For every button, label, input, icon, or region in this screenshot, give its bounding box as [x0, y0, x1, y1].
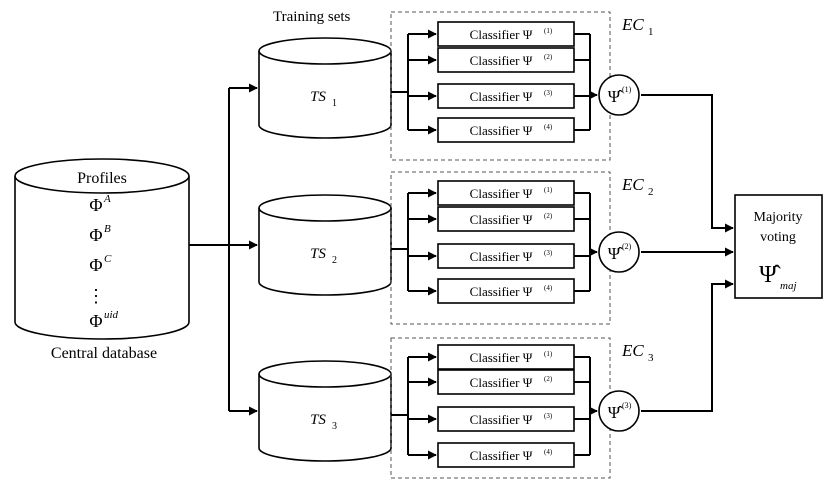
majority-symbol: Ψ̂: [759, 262, 781, 288]
combiner-superscript: (1): [622, 85, 632, 94]
classifier-box: Classifier Ψ (2): [408, 369, 590, 395]
training-set-cylinder: TS 2: [258, 194, 392, 296]
classifier-box: Classifier Ψ (3): [408, 406, 590, 432]
combiner-symbol: Ψ̂: [608, 87, 624, 106]
classifier-box: Classifier Ψ (1): [408, 180, 590, 206]
training-set-label: TS: [310, 246, 326, 262]
classifier-label: Classifier Ψ: [470, 186, 533, 201]
classifier-box: Classifier Ψ (4): [408, 278, 590, 304]
central-database-label: Central database: [51, 345, 157, 362]
profile-symbol: Φ: [89, 225, 102, 245]
classifier-label: Classifier Ψ: [470, 448, 533, 463]
classifier-box: Classifier Ψ (4): [408, 442, 590, 468]
classifier-label: Classifier Ψ: [470, 27, 533, 42]
classifier-box: Classifier Ψ (4): [408, 117, 590, 143]
classifier-label: Classifier Ψ: [470, 212, 533, 227]
majority-line1: Majority: [754, 210, 803, 225]
combiner-superscript: (3): [622, 401, 632, 410]
training-set-subscript: 2: [332, 255, 337, 266]
combiner-superscript: (2): [622, 242, 632, 251]
profile-superscript: uid: [104, 309, 119, 321]
database-connectors: [189, 83, 258, 416]
ensemble-classifier-label: EC: [621, 175, 644, 194]
svg-text:Ψ̂: Ψ̂: [759, 262, 781, 288]
classifier-label: Classifier Ψ: [470, 412, 533, 427]
classifier-box: Classifier Ψ (3): [408, 243, 590, 269]
classifier-label: Classifier Ψ: [470, 89, 533, 104]
profile-superscript: B: [104, 223, 111, 235]
training-set-subscript: 1: [332, 98, 337, 109]
combiner-circle: Ψ̂(2): [598, 231, 640, 273]
classifier-label: Classifier Ψ: [470, 53, 533, 68]
majority-voting-box: Majority voting Ψ̂ maj: [734, 194, 823, 299]
profile-symbol: Φ: [89, 311, 102, 331]
classifier-label: Classifier Ψ: [470, 123, 533, 138]
classifier-superscript: (3): [544, 412, 553, 420]
classifier-label: Classifier Ψ: [470, 249, 533, 264]
classifier-box: Classifier Ψ (1): [408, 21, 590, 47]
ensemble-classifier-subscript: 1: [648, 26, 654, 38]
profile-symbol: ⋮: [87, 286, 105, 306]
ensemble-classifier-box: [390, 11, 611, 161]
training-set-cylinder: TS 1: [258, 37, 392, 139]
classifier-superscript: (4): [544, 123, 553, 131]
combiner-symbol: Ψ̂: [608, 403, 624, 422]
classifier-box: Classifier Ψ (2): [408, 47, 590, 73]
classifier-superscript: (4): [544, 448, 553, 456]
ensemble-classifier-subscript: 2: [648, 186, 654, 198]
classifier-superscript: (2): [544, 53, 553, 61]
training-sets-label: Training sets: [273, 9, 351, 25]
training-set-label: TS: [310, 89, 326, 105]
training-set-label: TS: [310, 412, 326, 428]
combiner-circle: Ψ̂(1): [598, 74, 640, 116]
profile-superscript: A: [103, 193, 111, 205]
training-set-cylinder: TS 3: [258, 360, 392, 462]
classifier-label: Classifier Ψ: [470, 284, 533, 299]
classifier-superscript: (1): [544, 27, 553, 35]
majority-line2: voting: [760, 230, 796, 245]
majority-connectors: [641, 94, 734, 412]
ensemble-classifier-label: EC: [621, 15, 644, 34]
profile-symbol: Φ: [89, 195, 102, 215]
classifier-box: Classifier Ψ (2): [408, 206, 590, 232]
classifier-label: Classifier Ψ: [470, 375, 533, 390]
majority-subscript: maj: [780, 280, 797, 292]
classifier-box: Classifier Ψ (1): [408, 344, 590, 370]
combiner-symbol: Ψ̂: [608, 244, 624, 263]
combiner-circle: Ψ̂(3): [598, 390, 640, 432]
classifier-superscript: (3): [544, 89, 553, 97]
ensemble-classifier-label: EC: [621, 341, 644, 360]
ensemble-classifier-subscript: 3: [648, 352, 654, 364]
classifier-box: Classifier Ψ (3): [408, 83, 590, 109]
classifier-superscript: (1): [544, 186, 553, 194]
profile-symbol: Φ: [89, 255, 102, 275]
classifier-label: Classifier Ψ: [470, 350, 533, 365]
classifier-superscript: (3): [544, 249, 553, 257]
training-set-subscript: 3: [332, 421, 337, 432]
profiles-title: Profiles: [77, 170, 127, 187]
classifier-superscript: (2): [544, 375, 553, 383]
classifier-superscript: (4): [544, 284, 553, 292]
classifier-superscript: (2): [544, 212, 553, 220]
classifier-superscript: (1): [544, 350, 553, 358]
profile-superscript: C: [104, 253, 112, 265]
